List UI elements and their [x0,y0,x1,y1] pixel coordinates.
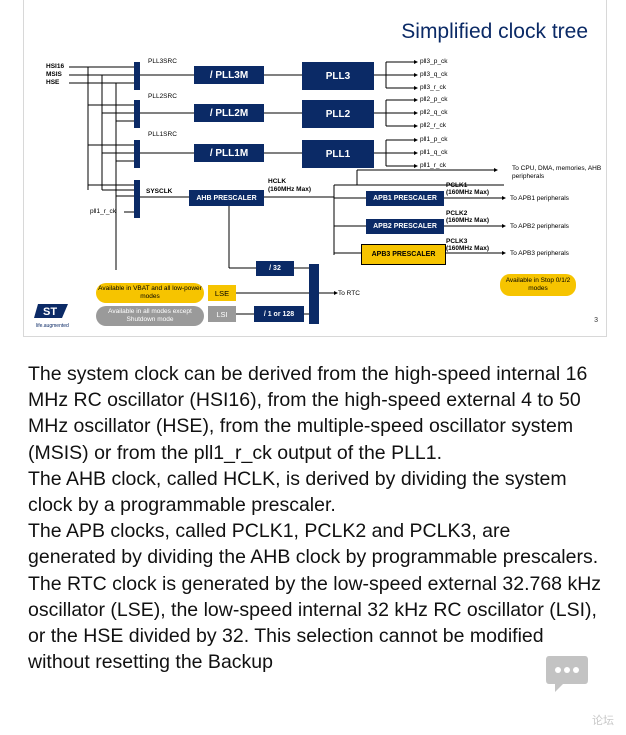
pll1m-divider: / PLL1M [194,144,264,162]
sysclk-mux [134,180,140,218]
pll3src-label: PLL3SRC [148,58,177,65]
apb3-destination: To APB3 peripherals [510,250,569,257]
page-number: 3 [594,317,598,324]
apb2-prescaler: APB2 PRESCALER [366,219,444,234]
pll1-q-output: pll1_q_ck [420,149,448,156]
watermark-text: 论坛 [592,715,614,727]
paragraph-sysclk: The system clock can be derived from the… [28,363,588,464]
all-modes-note: Available in all modes except Shutdown m… [96,306,204,326]
pll3-source-mux [134,62,140,90]
pll1-source-mux [134,140,140,168]
pll2-p-output: pll2_p_ck [420,96,448,103]
rtc-destination: To RTC [338,290,360,297]
pll2-r-output: pll2_r_ck [420,122,447,129]
pll2m-divider: / PLL2M [194,104,264,122]
vbat-note: Available in VBAT and all low-power mode… [96,283,204,303]
pclk3-label: PCLK3 [446,238,468,245]
input-hsi16: HSI16 [46,63,65,70]
rtc-mux [309,264,319,324]
hclk-max-label: (160MHz Max) [268,186,311,193]
stop-modes-note: Available in Stop 0/1/2 modes [500,274,576,296]
pll1-r-output: pll1_r_ck [420,162,447,169]
pll2src-label: PLL2SRC [148,93,177,100]
svg-text:ST: ST [43,306,57,318]
pll2-source-mux [134,100,140,128]
paragraph-rtc: The RTC clock is generated by the low-sp… [28,572,602,674]
pclk1-label: PCLK1 [446,182,468,189]
paragraph-apb: The APB clocks, called PCLK1, PCLK2 and … [28,520,599,569]
input-msis: MSIS [46,71,62,78]
apb1-prescaler: APB1 PRESCALER [366,191,444,206]
pll1-block: PLL1 [302,140,374,168]
sysclk-label: SYSCLK [146,188,173,195]
pll3-r-output: pll3_r_ck [420,84,447,91]
slide-title: Simplified clock tree [401,20,588,43]
pll1src-label: PLL1SRC [148,131,177,138]
hclk-label: HCLK [268,178,287,185]
pll3-p-output: pll3_p_ck [420,58,448,65]
chat-icon[interactable] [545,654,589,694]
pclk3-max: (160MHz Max) [446,245,489,252]
pll3m-divider: / PLL3M [194,66,264,84]
lsi-oscillator: LSI [208,306,236,322]
clock-wires [69,60,506,315]
apb2-destination: To APB2 peripherals [510,223,569,230]
lse-oscillator: LSE [208,285,236,301]
apb3-prescaler: APB3 PRESCALER [361,244,446,265]
pll3-q-output: pll3_q_ck [420,71,448,78]
div1or128-block: / 1 or 128 [254,306,304,322]
pclk2-label: PCLK2 [446,210,468,217]
cpu-destination: To CPU, DMA, memories, AHB peripherals [512,165,602,180]
pll1-r-ck-feedback-label: pll1_r_ck [90,208,117,215]
st-logo: ST [34,302,74,326]
pll2-q-output: pll2_q_ck [420,109,448,116]
pll2-block: PLL2 [302,100,374,128]
slide: Simplified clock tree [23,0,607,337]
input-hse: HSE [46,79,60,86]
div32-block: / 32 [256,261,294,276]
apb1-destination: To APB1 peripherals [510,195,569,202]
pclk2-max: (160MHz Max) [446,217,489,224]
logo-tagline: life.augmented [36,323,69,329]
paragraph-ahb: The AHB clock, called HCLK, is derived b… [28,467,567,517]
ahb-prescaler: AHB PRESCALER [189,190,264,206]
body-text: The system clock can be derived from the… [28,361,603,675]
pll1-p-output: pll1_p_ck [420,136,448,143]
pclk1-max: (160MHz Max) [446,189,489,196]
pll3-block: PLL3 [302,62,374,90]
